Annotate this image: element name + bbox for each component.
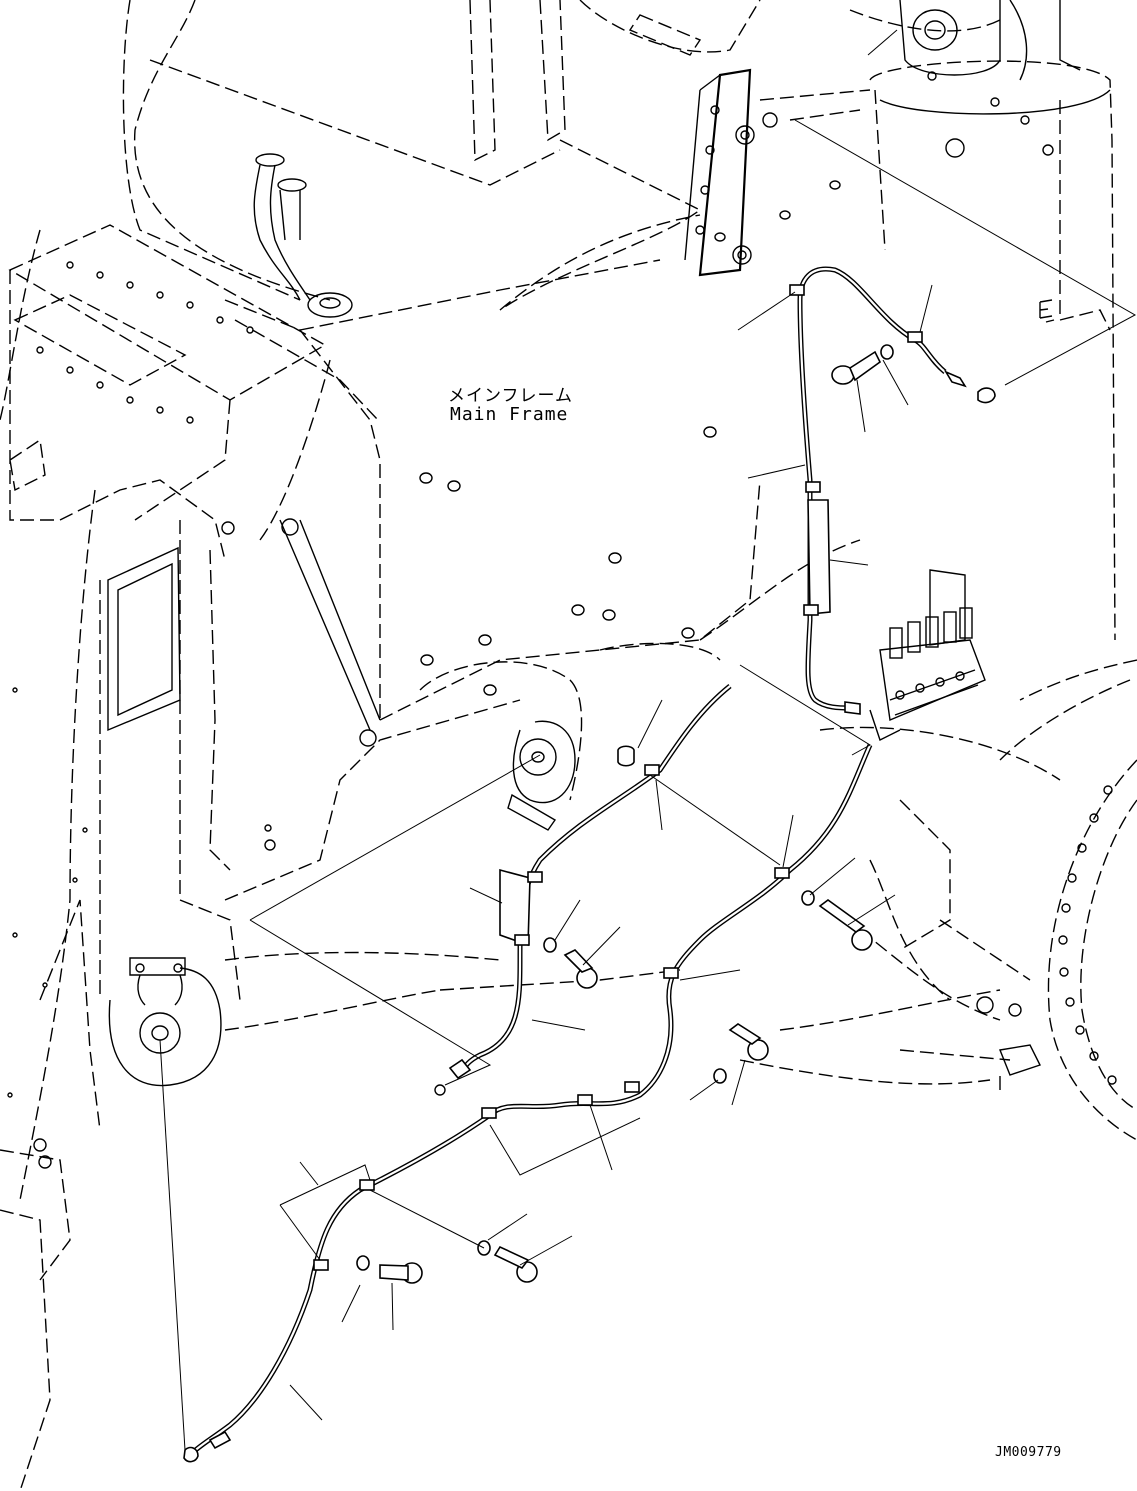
frame-mark xyxy=(1039,299,1055,323)
valve-manifold xyxy=(869,569,986,741)
main-frame-label-en: Main Frame xyxy=(450,404,569,425)
mounting-plate xyxy=(8,224,327,521)
ground-cable-upper xyxy=(789,266,996,715)
bolts-and-washers xyxy=(356,344,894,1284)
top-right-cylinder xyxy=(879,0,1111,158)
ground-cable-middle xyxy=(434,684,732,1096)
frame-holes xyxy=(7,180,841,1098)
upper-hose-fittings xyxy=(253,153,353,318)
drawing-code: JM009779 xyxy=(995,1445,1062,1460)
right-bracket-column xyxy=(684,68,778,277)
ground-cable-lower xyxy=(183,743,873,1463)
main-frame-label-jp: メインフレーム xyxy=(448,386,573,406)
leader-lines xyxy=(159,29,1137,1451)
pivot-bosses xyxy=(33,720,576,1169)
wheel-hub-bolts xyxy=(976,785,1117,1085)
left-bracket-plate xyxy=(107,518,381,747)
